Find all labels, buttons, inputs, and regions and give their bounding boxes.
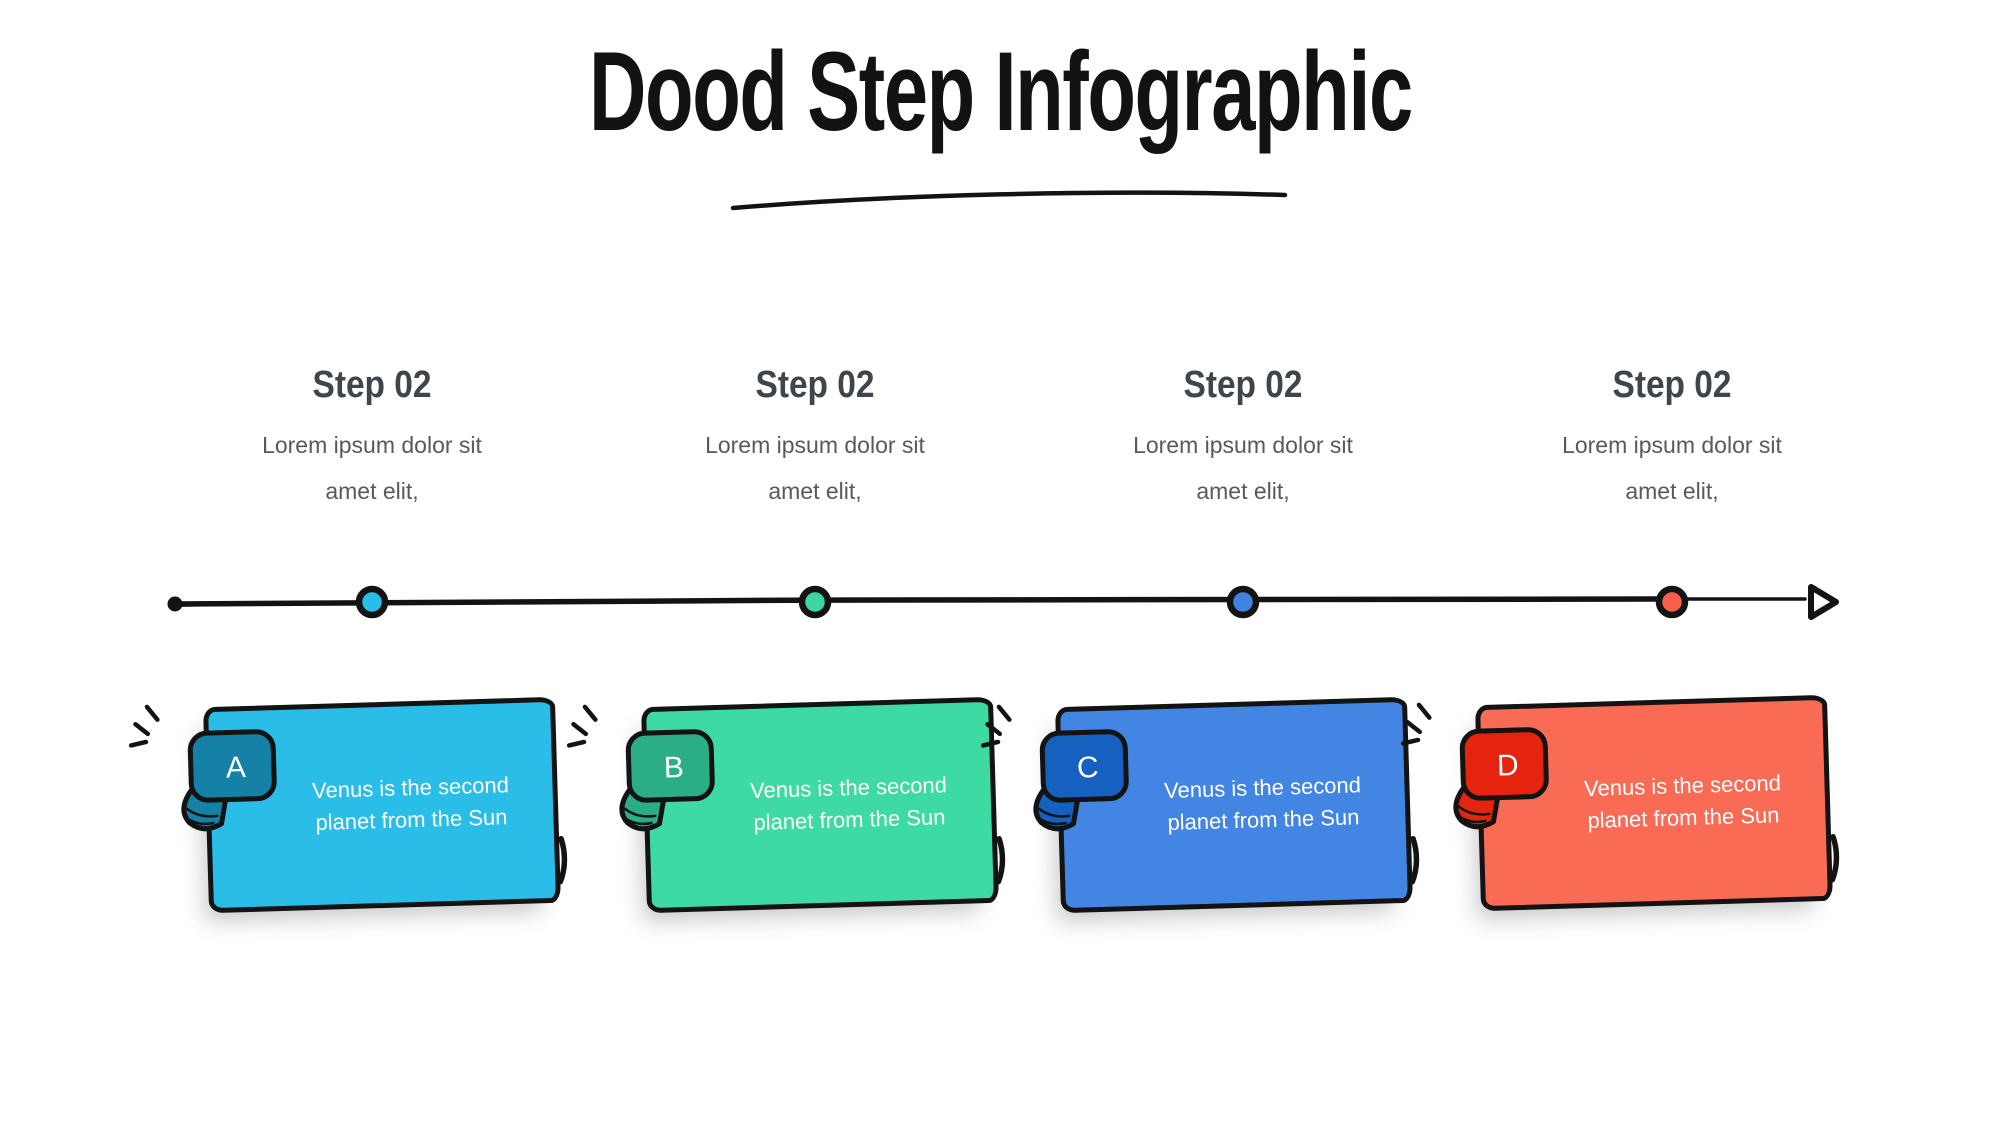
step-subtitle: Lorem ipsum dolor sit amet elit, <box>1133 432 1353 504</box>
badge-letter: B <box>663 751 684 785</box>
timeline <box>167 584 1839 620</box>
ribbon-badge: B <box>566 704 715 832</box>
dash-icon <box>557 835 568 885</box>
sparkle-icon <box>128 739 149 748</box>
step-subtitle: Lorem ipsum dolor sit amet elit, <box>705 432 925 504</box>
ribbon-badge: C <box>980 704 1129 832</box>
step-title: Step 02 <box>1612 364 1732 406</box>
sparkle-icon <box>566 739 587 748</box>
step-subtitle: Lorem ipsum dolor sit amet elit, <box>262 432 482 504</box>
ribbon-rect <box>625 729 715 803</box>
ribbon-rect <box>1039 729 1129 803</box>
ribbon-badge: A <box>128 704 277 832</box>
timeline-line-sketch <box>174 601 375 607</box>
sparkle-icon <box>980 739 1001 748</box>
sparkle-icon <box>1400 737 1421 746</box>
sparkle-icon <box>1416 702 1432 720</box>
timeline-dot-4 <box>1655 585 1689 619</box>
badge-letter: A <box>225 751 246 785</box>
step-title: Step 02 <box>1183 364 1303 406</box>
card-body: Venus is the second planet from the Sun <box>311 772 510 835</box>
timeline-dot-3 <box>1226 585 1260 619</box>
timeline-dot-1 <box>355 585 389 619</box>
page-title: Dood Step Infographic <box>588 29 1413 154</box>
step-card-b: B Venus is the second planet from the Su… <box>566 696 1006 914</box>
sparkle-icon <box>571 722 589 737</box>
header: Dood Step Infographic <box>0 28 2000 156</box>
sparkle-icon <box>985 722 1003 737</box>
sparkle-icon <box>144 704 160 722</box>
timeline-dot-2 <box>798 585 832 619</box>
step-column-3: Step 02 Lorem ipsum dolor sit amet elit, <box>1063 362 1423 514</box>
step-card-d: D Venus is the second planet from the Su… <box>1400 694 1840 912</box>
card-body: Venus is the second planet from the Sun <box>749 772 948 835</box>
badge-letter: C <box>1077 751 1100 785</box>
sparkle-icon <box>582 704 598 722</box>
step-subtitle: Lorem ipsum dolor sit amet elit, <box>1562 432 1782 504</box>
dash-icon <box>1829 833 1840 883</box>
dash-icon <box>1409 835 1420 885</box>
ribbon-rect <box>1459 727 1549 801</box>
timeline-start-dot-icon <box>167 596 183 612</box>
timeline-line <box>172 595 1681 607</box>
ribbon-badge: D <box>1400 702 1549 830</box>
step-column-1: Step 02 Lorem ipsum dolor sit amet elit, <box>192 362 552 514</box>
timeline-arrow-icon <box>1808 584 1839 620</box>
ribbon-rect <box>187 729 277 803</box>
sparkle-icon <box>133 722 151 737</box>
badge-letter: D <box>1497 749 1520 783</box>
card-body: Venus is the second planet from the Sun <box>1583 770 1782 833</box>
step-title: Step 02 <box>755 364 875 406</box>
title-underline-stroke <box>730 190 1288 211</box>
step-column-2: Step 02 Lorem ipsum dolor sit amet elit, <box>635 362 995 514</box>
sparkle-icon <box>1405 720 1423 735</box>
step-column-4: Step 02 Lorem ipsum dolor sit amet elit, <box>1492 362 1852 514</box>
step-title: Step 02 <box>312 364 432 406</box>
sparkle-icon <box>996 704 1012 722</box>
card-body: Venus is the second planet from the Sun <box>1163 772 1362 835</box>
step-card-a: A Venus is the second planet from the Su… <box>128 696 568 914</box>
step-card-c: C Venus is the second planet from the Su… <box>980 696 1420 914</box>
dash-icon <box>995 835 1006 885</box>
